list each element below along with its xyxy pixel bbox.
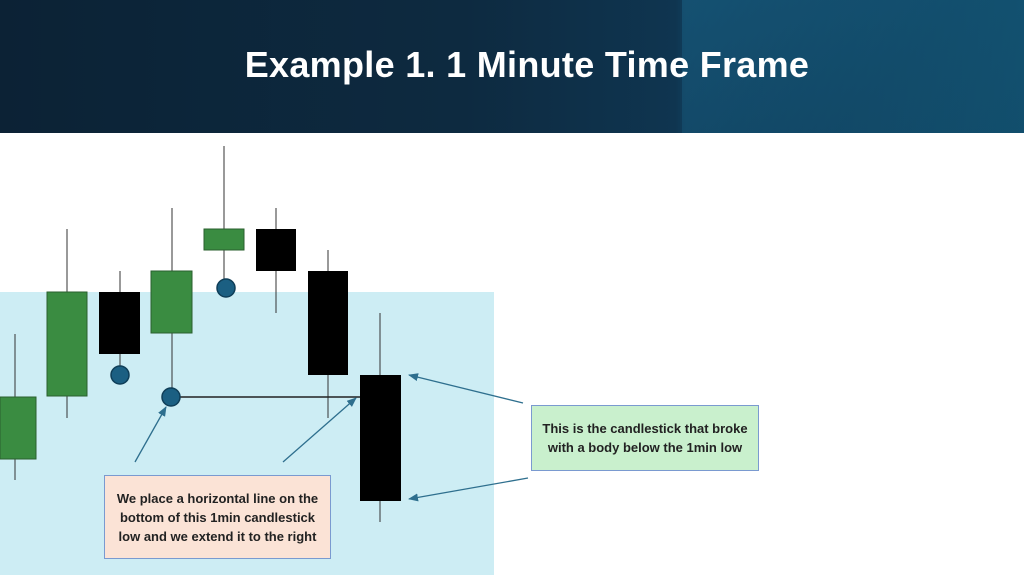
breakout-callout-text: This is the candlestick that broke with … — [542, 421, 748, 455]
candle-5-body — [203, 228, 245, 251]
candle-6 — [256, 208, 296, 313]
arrow-to-breakout-top — [408, 373, 524, 404]
arrow-to-breakout-bottom — [408, 477, 529, 502]
slide-title: Example 1. 1 Minute Time Frame — [244, 44, 810, 85]
arrow-to-line-end — [282, 397, 357, 463]
candle-2-body — [46, 291, 88, 397]
breakout-callout: This is the candlestick that broke with … — [531, 405, 759, 471]
candle-5-low-marker — [216, 278, 236, 298]
banner-accent — [682, 0, 1024, 133]
candle-4-low-marker — [161, 387, 181, 407]
candle-7-body — [308, 271, 348, 375]
candle-3-body — [99, 292, 140, 354]
candle-3 — [99, 271, 140, 385]
horizontal-line-callout: We place a horizontal line on the bottom… — [104, 475, 331, 559]
candle-1-body — [0, 396, 37, 460]
candle-4 — [150, 208, 193, 397]
candle-2 — [46, 229, 88, 418]
candle-8-breakout — [360, 313, 401, 522]
candle-6-body — [256, 229, 296, 271]
candle-7 — [308, 250, 348, 418]
candle-5 — [203, 146, 245, 298]
horizontal-line-callout-text: We place a horizontal line on the bottom… — [116, 490, 319, 544]
title-banner: Example 1. 1 Minute Time Frame — [0, 0, 1024, 133]
candle-1 — [0, 334, 37, 480]
candle-3-low-marker — [110, 365, 130, 385]
candle-4-body — [150, 270, 193, 334]
candle-8-body — [360, 375, 401, 501]
arrow-to-low-marker — [134, 406, 167, 463]
